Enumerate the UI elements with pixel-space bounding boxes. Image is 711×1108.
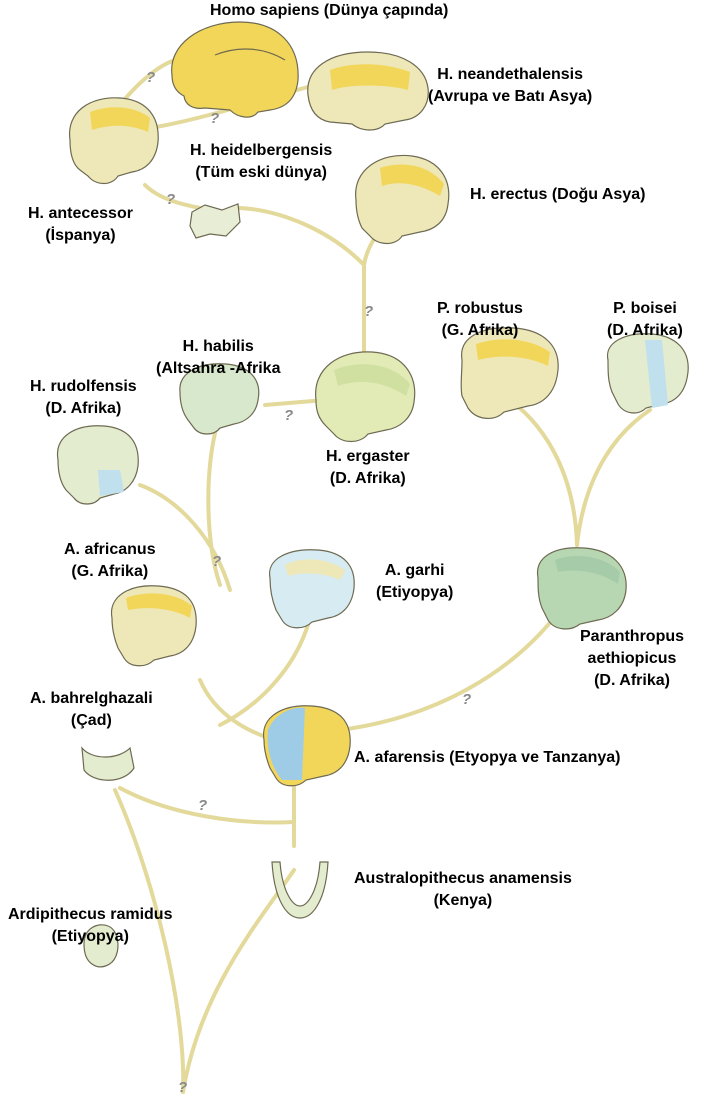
- fossil-illustrations: [58, 22, 689, 967]
- label-rudolfensis: H. rudolfensis (D. Afrika): [30, 376, 137, 420]
- label-homo-sapiens: Homo sapiens (Dünya çapında): [210, 0, 448, 22]
- label-anamensis: Australopithecus anamensis (Kenya): [354, 868, 572, 912]
- africanus-skull-icon: [112, 586, 197, 666]
- question-mark: ?: [212, 553, 221, 570]
- species-name: A. afarensis (Etyopya ve Tanzanya): [354, 749, 620, 766]
- label-ergaster: H. ergaster (D. Afrika): [326, 446, 410, 490]
- species-name: A. bahrelghazali: [30, 688, 153, 710]
- species-name: H. erectus (Doğu Asya): [470, 186, 645, 203]
- species-region: (İspanya): [28, 225, 133, 247]
- question-mark: ?: [284, 407, 293, 424]
- question-mark: ?: [462, 691, 471, 708]
- species-region: (Kenya): [354, 890, 572, 912]
- question-mark: ?: [146, 69, 155, 86]
- label-habilis: H. habilis (Altsahra -Afrika: [156, 336, 280, 380]
- question-mark: ?: [178, 1079, 187, 1096]
- species-region: (D. Afrika): [30, 398, 137, 420]
- boisei-skull-icon: [608, 334, 689, 413]
- label-erectus: H. erectus (Doğu Asya): [470, 184, 645, 206]
- species-region: (D. Afrika): [607, 320, 683, 342]
- species-name: Australopithecus anamensis: [354, 868, 572, 890]
- ergaster-skull-icon: [316, 352, 415, 442]
- species-region: (Etiyopya): [376, 582, 453, 604]
- label-bahrelghazali: A. bahrelghazali (Çad): [30, 688, 153, 732]
- homo-sapiens-skull-icon: [172, 22, 298, 117]
- label-boisei: P. boisei (D. Afrika): [607, 298, 683, 342]
- species-region: (G. Afrika): [64, 561, 156, 583]
- species-name: H. antecessor: [28, 203, 133, 225]
- rudolfensis-skull-icon: [58, 426, 139, 504]
- branch-root-anamensis: [183, 870, 294, 1092]
- label-neanderthalensis: H. neandethalensis (Avrupa ve Batı Asya): [428, 64, 592, 108]
- species-name: H. habilis: [156, 336, 280, 358]
- species-name: Ardipithecus ramidus: [8, 904, 172, 926]
- antecessor-jaw-icon: [190, 204, 240, 238]
- erectus-skull-icon: [356, 155, 449, 243]
- label-africanus: A. africanus (G. Afrika): [64, 539, 156, 583]
- branch-aethiopicus-boisei: [577, 410, 650, 545]
- label-aethiopicus: Paranthropus aethiopicus (D. Afrika): [580, 626, 684, 692]
- garhi-skull-icon: [270, 550, 355, 628]
- species-name: H. heidelbergensis: [190, 140, 332, 162]
- bahrelghazali-jaw-icon: [82, 748, 134, 780]
- species-region: (Avrupa ve Batı Asya): [428, 86, 592, 108]
- species-name: A. garhi: [376, 560, 453, 582]
- question-mark: ?: [198, 797, 207, 814]
- aethiopicus-skull-icon: [538, 548, 627, 629]
- species-name: Paranthropus: [580, 626, 684, 648]
- species-name: P. boisei: [607, 298, 683, 320]
- branch-stem-antecessor: [240, 208, 364, 265]
- heidelbergensis-skull-icon: [70, 98, 159, 184]
- species-region: (D. Afrika): [580, 670, 684, 692]
- label-garhi: A. garhi (Etiyopya): [376, 560, 453, 604]
- species-name: H. ergaster: [326, 446, 410, 468]
- label-heidelbergensis: H. heidelbergensis (Tüm eski dünya): [190, 140, 332, 184]
- question-mark: ?: [166, 191, 175, 208]
- question-mark: ?: [364, 303, 373, 320]
- species-region: (Tüm eski dünya): [190, 162, 332, 184]
- anamensis-jaw-icon: [272, 862, 328, 918]
- species-name: H. rudolfensis: [30, 376, 137, 398]
- question-mark: ?: [210, 110, 219, 127]
- label-ramidus: Ardipithecus ramidus (Etiyopya): [8, 904, 172, 948]
- species-region: (D. Afrika): [326, 468, 410, 490]
- neanderthal-skull-icon: [308, 52, 428, 130]
- species-name: H. neandethalensis: [428, 64, 592, 86]
- branch-aethiopicus-robustus: [510, 400, 577, 545]
- label-antecessor: H. antecessor (İspanya): [28, 203, 133, 247]
- species-name: A. africanus: [64, 539, 156, 561]
- species-region: (Altsahra -Afrika: [156, 358, 280, 380]
- species-region: (G. Afrika): [437, 320, 523, 342]
- species-name: P. robustus: [437, 298, 523, 320]
- label-afarensis: A. afarensis (Etyopya ve Tanzanya): [354, 747, 620, 769]
- label-robustus: P. robustus (G. Afrika): [437, 298, 523, 342]
- species-name: Homo sapiens (Dünya çapında): [210, 2, 448, 19]
- species-region: (Çad): [30, 710, 153, 732]
- species-region: (Etiyopya): [8, 926, 172, 948]
- afarensis-skull-icon: [264, 706, 351, 786]
- species-name: aethiopicus: [580, 648, 684, 670]
